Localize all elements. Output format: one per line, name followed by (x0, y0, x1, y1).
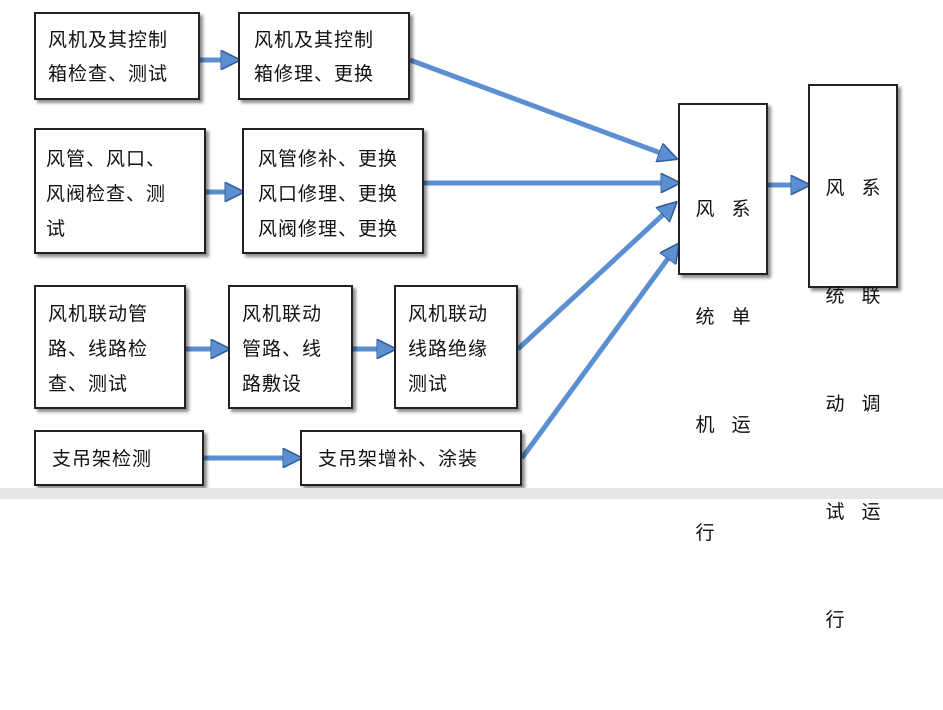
node-line: 查、测试 (48, 373, 129, 395)
node-char: 行 (695, 522, 715, 544)
node-char: 系 (861, 177, 881, 199)
node-line: 风管修补、更换 (258, 148, 399, 170)
node-line: 风机联动 (242, 303, 323, 325)
node-char: 运 (731, 414, 751, 436)
node-char: 风 (825, 177, 845, 199)
node-char: 运 (861, 501, 881, 523)
node-line: 风机及其控制 (254, 29, 375, 51)
node-line: 管路、线 (242, 338, 323, 360)
node-line: 风机联动 (408, 303, 489, 325)
node-hanger-repair: 支吊架增补、涂装 (300, 430, 522, 486)
node-system-joint: 风 统 动 试 行 系 联 调 运 (808, 84, 898, 631)
node-line: 风阀检查、测 (46, 183, 167, 205)
node-link-test: 风机联动 线路绝缘 测试 (394, 285, 518, 409)
node-fan-repair: 风机及其控制 箱修理、更换 (238, 12, 410, 100)
node-char: 统 (825, 285, 845, 307)
node-line: 路、线路检 (48, 338, 149, 360)
bottom-band (0, 488, 943, 499)
node-line: 线路绝缘 (408, 338, 489, 360)
node-line: 测试 (408, 373, 449, 395)
arrow-hanger-repair-to-system (519, 253, 672, 460)
node-fan-inspect: 风机及其控制 箱检查、测试 (34, 12, 200, 100)
node-char: 风 (695, 198, 715, 220)
node-char: 机 (695, 414, 715, 436)
arrow-link-test-to-system (516, 210, 668, 351)
node-char: 统 (695, 306, 715, 328)
flow-arrows (186, 0, 943, 499)
node-char: 动 (825, 393, 845, 415)
node-line: 风机联动管 (48, 303, 149, 325)
node-char: 单 (731, 306, 751, 328)
node-line: 箱检查、测试 (48, 63, 169, 85)
node-line: 风阀修理、更换 (258, 218, 399, 240)
node-line: 支吊架检测 (52, 448, 153, 470)
node-char: 系 (731, 198, 751, 220)
node-duct-repair: 风管修补、更换 风口修理、更换 风阀修理、更换 (242, 128, 424, 254)
node-system-single: 风 统 机 行 系 单 运 (678, 103, 768, 544)
node-line: 支吊架增补、涂装 (318, 448, 479, 470)
node-line: 路敷设 (242, 373, 303, 395)
node-link-pipe: 风机联动 管路、线 路敷设 (228, 285, 353, 409)
node-char: 调 (861, 393, 881, 415)
node-hanger-inspect: 支吊架检测 (34, 430, 204, 486)
arrow-fan-repair-to-system (409, 57, 666, 155)
node-line: 风口修理、更换 (258, 183, 399, 205)
node-char: 联 (861, 285, 881, 307)
node-line: 风机及其控制 (48, 29, 169, 51)
node-line: 试 (46, 218, 67, 240)
node-link-inspect: 风机联动管 路、线路检 查、测试 (34, 285, 186, 409)
node-line: 箱修理、更换 (254, 63, 375, 85)
node-char: 行 (825, 609, 845, 631)
node-line: 风管、风口、 (46, 148, 167, 170)
node-char: 试 (825, 501, 845, 523)
node-duct-inspect: 风管、风口、 风阀检查、测 试 (34, 128, 206, 254)
